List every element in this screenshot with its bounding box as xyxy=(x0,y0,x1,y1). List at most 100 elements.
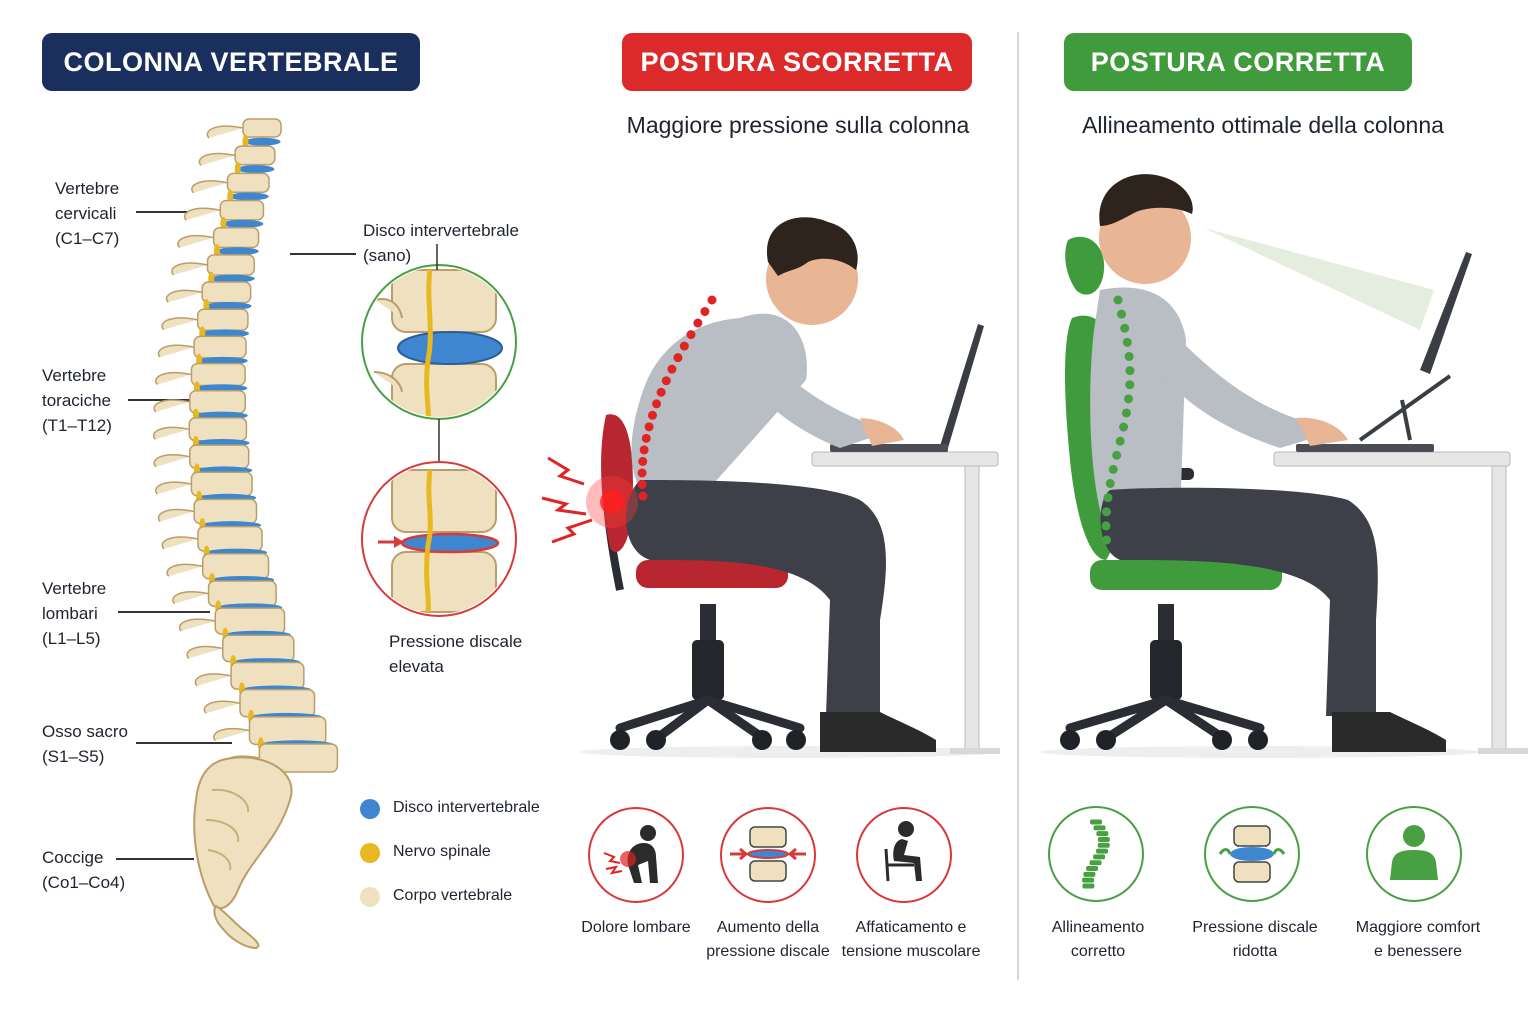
spine-dot xyxy=(1125,380,1135,390)
spine-header: COLONNA VERTEBRALE xyxy=(42,33,420,91)
icon-vertebra xyxy=(1096,831,1109,837)
laptop-stand xyxy=(1358,374,1452,442)
leader-coccyx xyxy=(116,858,194,860)
intervertebral-disc xyxy=(222,219,264,228)
vertebra xyxy=(206,254,255,276)
vertebra xyxy=(226,172,270,193)
leader-healthy-disc xyxy=(290,253,356,255)
spine-dot xyxy=(637,479,647,489)
intervertebral-disc xyxy=(201,329,250,338)
vertebra xyxy=(219,199,265,221)
bad-chair-backrest xyxy=(601,414,633,553)
spine-dot xyxy=(1121,408,1131,418)
legend-nerve-label: Nervo spinale xyxy=(393,843,491,860)
spine-dot xyxy=(644,422,654,432)
vertebra xyxy=(190,362,246,387)
legend-body-swatch xyxy=(360,887,380,907)
icon-vertebra xyxy=(1083,871,1096,877)
bad-chair-seat xyxy=(636,560,788,588)
spine-dot xyxy=(647,410,657,420)
spine-dot xyxy=(641,433,651,443)
bad-posture-scene xyxy=(541,217,1000,758)
spine-dot xyxy=(667,364,677,374)
healthy-disc-icon xyxy=(1204,806,1300,902)
icon-vertebra xyxy=(1089,860,1102,866)
desk-top xyxy=(1273,451,1511,467)
aligned-spine-icon xyxy=(1048,806,1144,902)
bad-posture-subtitle: Maggiore pressione sulla colonna xyxy=(626,112,970,138)
spine-dot xyxy=(638,491,648,501)
coccyx-bone xyxy=(213,904,260,950)
label-healthy-disc: Disco intervertebrale(sano) xyxy=(363,221,519,265)
icon-vertebra xyxy=(1082,883,1095,889)
spine-dot xyxy=(1119,422,1129,432)
vertebra xyxy=(234,145,276,166)
laptop xyxy=(1420,252,1472,374)
sacrum-bone xyxy=(193,756,293,910)
legend-body-label: Corpo vertebrale xyxy=(393,887,513,904)
leader-sacrum xyxy=(136,742,232,744)
icon-vertebra xyxy=(1093,854,1106,860)
intervertebral-disc xyxy=(216,247,259,256)
comfortable-person-icon xyxy=(1366,806,1462,902)
vertebra xyxy=(212,226,260,249)
spine-dot xyxy=(673,353,683,363)
spine-dot xyxy=(1120,323,1130,333)
icon-vertebra xyxy=(1090,819,1102,825)
intervertebral-disc xyxy=(229,192,269,201)
spine-dot xyxy=(1113,295,1123,305)
spine-dot xyxy=(693,318,703,328)
icon-vertebra xyxy=(1096,848,1109,854)
caption-back-pain: Dolore lombare xyxy=(581,919,691,936)
laptop xyxy=(940,324,984,448)
spine-dot xyxy=(679,341,689,351)
spine-dot xyxy=(652,399,662,409)
vertebra xyxy=(193,335,247,359)
intervertebral-disc xyxy=(210,274,255,283)
intervertebral-disc xyxy=(205,302,252,311)
good-chair-headrest xyxy=(1065,236,1105,295)
desk-top xyxy=(811,451,999,467)
spine-dot xyxy=(700,307,710,317)
spine-dot xyxy=(1102,535,1112,545)
legend-disc-label: Disco intervertebrale xyxy=(393,799,540,816)
spine-dot xyxy=(661,376,671,386)
disc-compression-icon xyxy=(720,807,816,903)
label-coccyx: Coccige(Co1–Co4) xyxy=(42,848,126,892)
icon-vertebra xyxy=(1082,877,1095,883)
leader-cervical xyxy=(136,211,208,213)
spine-dot xyxy=(1108,464,1118,474)
spine-dot xyxy=(1124,351,1134,361)
good-posture-header: POSTURA CORRETTA xyxy=(1064,33,1412,91)
vertebra xyxy=(242,118,282,138)
healthy-disc-closeup xyxy=(361,264,517,420)
icon-vertebra xyxy=(1097,842,1110,848)
spine-dot xyxy=(639,445,649,455)
spine-illustration xyxy=(153,118,339,950)
spine-dot xyxy=(638,456,648,466)
spine-dot xyxy=(1115,436,1125,446)
label-sacrum: Osso sacro(S1–S5) xyxy=(42,722,128,766)
bad-posture-header: POSTURA SCORRETTA xyxy=(622,33,972,91)
icon-vertebra xyxy=(1093,825,1106,831)
spine-dot xyxy=(707,295,717,305)
vertebra xyxy=(189,389,246,414)
leader-thoracic xyxy=(128,399,200,401)
legend-nerve-swatch xyxy=(360,843,380,863)
good-posture-subtitle: Allineamento ottimale della colonna xyxy=(1082,112,1444,138)
good-chair-seat xyxy=(1090,560,1282,590)
spine-dot xyxy=(1105,479,1115,489)
spine-dot xyxy=(1101,507,1111,517)
spine-dot xyxy=(637,468,647,478)
legend-disc-swatch xyxy=(360,799,380,819)
icon-vertebra xyxy=(1086,866,1099,872)
spine-dot xyxy=(656,387,666,397)
